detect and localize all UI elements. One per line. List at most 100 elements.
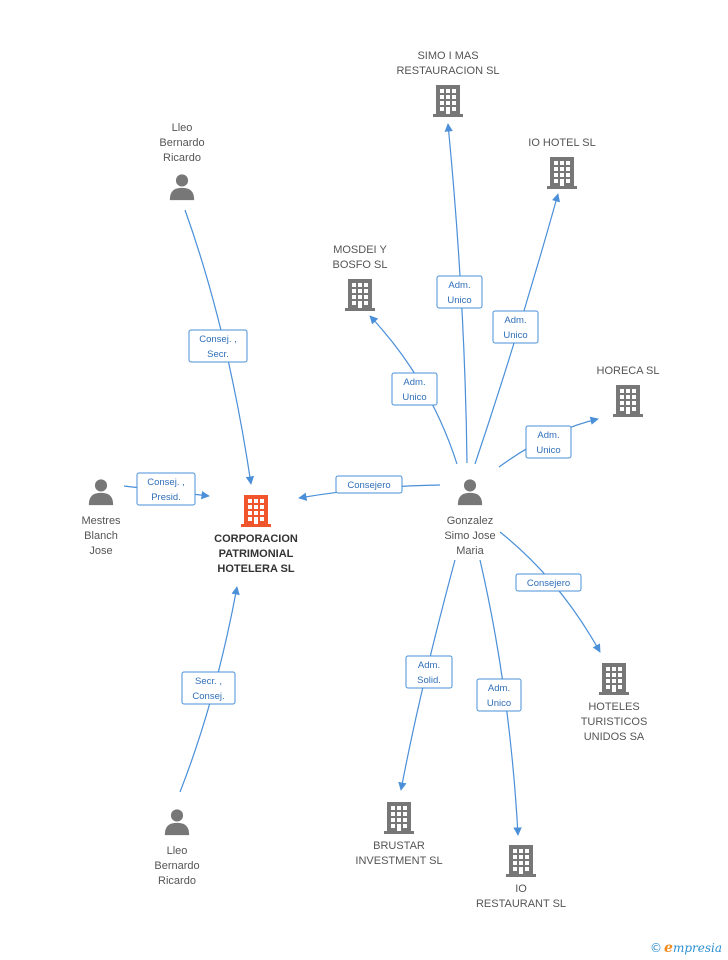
edge-label-box[interactable] [181, 671, 236, 705]
node-label: Jose [89, 545, 112, 557]
edge-gonzalez-iorestaurant: Adm. Unico [476, 559, 522, 836]
edge-label-text: Adm. [488, 683, 510, 694]
node-label: RESTAURANT SL [476, 898, 566, 910]
node-label: INVESTMENT SL [355, 855, 442, 867]
edge-label-text: Solid. [417, 675, 441, 686]
node-label: RESTAURACION SL [396, 65, 499, 77]
edge-label-text: Consej. [192, 691, 224, 702]
node-label: SIMO I MAS [417, 50, 478, 62]
node-brustar[interactable]: BRUSTAR INVESTMENT SL [355, 802, 443, 867]
node-label: TURISTICOS [581, 716, 648, 728]
edge-label-box[interactable] [136, 472, 196, 506]
edge-label-text: Unico [487, 698, 511, 709]
node-hoteles[interactable]: HOTELES TURISTICOS UNIDOS SA [581, 663, 648, 743]
building-icon [241, 495, 271, 527]
edge-label-box[interactable] [188, 329, 248, 363]
edge-gonzalez-brustar: Adm. Solid. [398, 559, 456, 791]
edge-label-box[interactable] [405, 655, 453, 689]
edge-label-box[interactable] [335, 475, 403, 494]
node-io-hotel[interactable]: IO HOTEL SL [528, 137, 596, 189]
node-label: Maria [456, 545, 484, 557]
brand-logo: ©empresia [650, 940, 722, 956]
node-label: HOTELES [588, 701, 639, 713]
edge-gonzalez-hoteles: Consejero [499, 531, 601, 653]
edge-label-text: Adm. [504, 315, 526, 326]
edge-label-text: Secr. , [195, 676, 222, 687]
node-label: Ricardo [158, 875, 196, 887]
edge-label-box[interactable] [436, 275, 483, 309]
edge-label-text: Unico [447, 295, 471, 306]
node-label: IO [515, 883, 527, 895]
edge-mestres-corp: Consej. , Presid. [123, 472, 210, 506]
building-icon [599, 663, 629, 695]
edge-lleo-bottom-corp: Secr. , Consej. [179, 586, 240, 793]
node-io-restaurant[interactable]: IO RESTAURANT SL [476, 845, 566, 910]
node-label: UNIDOS SA [584, 731, 645, 743]
person-icon [169, 174, 195, 201]
node-label: Mestres [81, 515, 121, 527]
node-label: BRUSTAR [373, 840, 425, 852]
edge-label-text: Adm. [448, 280, 470, 291]
edge-label-text: Unico [402, 392, 426, 403]
edge-label-box[interactable] [476, 678, 522, 712]
edge-label-text: Adm. [537, 430, 559, 441]
copyright-symbol: © [650, 941, 663, 955]
edge-label-text: Adm. [403, 377, 425, 388]
edge-gonzalez-mosdei: Adm. Unico [369, 315, 458, 465]
edge-label-text: Consejero [527, 578, 570, 589]
building-icon [384, 802, 414, 834]
person-icon [88, 479, 114, 506]
brand-initial: e [664, 940, 673, 956]
building-icon [613, 385, 643, 417]
node-label: Lleo [172, 122, 193, 134]
node-label: Bernardo [159, 137, 204, 149]
edge-label-box[interactable] [391, 372, 438, 406]
edges-layer: Consej. , Secr. Consej. , Presid. Secr. , Con… [123, 123, 601, 836]
edge-lleo-top-corp: Consej. , Secr. [184, 209, 255, 485]
building-icon [345, 279, 375, 311]
edge-label-text: Consej. , [147, 477, 185, 488]
node-label: CORPORACION [214, 533, 298, 545]
node-label: BOSFO SL [332, 259, 387, 271]
building-icon [506, 845, 536, 877]
node-label: HORECA SL [597, 365, 660, 377]
node-label: PATRIMONIAL [219, 548, 294, 560]
edge-label-text: Unico [503, 330, 527, 341]
node-simo-i-mas[interactable]: SIMO I MAS RESTAURACION SL [396, 50, 500, 117]
building-icon [433, 85, 463, 117]
node-horeca[interactable]: HORECA SL [597, 365, 660, 417]
node-label: Bernardo [154, 860, 199, 872]
node-label: MOSDEI Y [333, 244, 387, 256]
edge-label-text: Consejero [347, 480, 390, 491]
edge-label-text: Secr. [207, 349, 229, 360]
edge-label-text: Presid. [151, 492, 181, 503]
node-label: Gonzalez [447, 515, 493, 527]
edge-label-text: Adm. [418, 660, 440, 671]
node-label: HOTELERA SL [217, 563, 294, 575]
edge-gonzalez-horeca: Adm. Unico [498, 416, 599, 468]
edge-label-box[interactable] [525, 425, 572, 459]
building-icon [547, 157, 577, 189]
node-label: Ricardo [163, 152, 201, 164]
person-icon [164, 809, 190, 836]
node-label: Lleo [167, 845, 188, 857]
brand-name: mpresia [672, 941, 722, 955]
edge-label-text: Unico [536, 445, 560, 456]
node-mosdei[interactable]: MOSDEI Y BOSFO SL [332, 244, 388, 311]
edge-line [499, 531, 601, 653]
edge-gonzalez-iohotel: Adm. Unico [474, 193, 561, 465]
node-label: Blanch [84, 530, 118, 542]
node-label: IO HOTEL SL [528, 137, 595, 149]
edge-gonzalez-corp: Consejero [298, 475, 441, 501]
edge-label-text: Consej. , [199, 334, 237, 345]
edge-label-box[interactable] [492, 310, 539, 344]
edge-gonzalez-simo: Adm. Unico [436, 123, 483, 464]
node-label: Simo Jose [444, 530, 495, 542]
edge-label-box[interactable] [515, 573, 582, 592]
node-corporacion[interactable]: CORPORACION PATRIMONIAL HOTELERA SL [214, 495, 298, 575]
